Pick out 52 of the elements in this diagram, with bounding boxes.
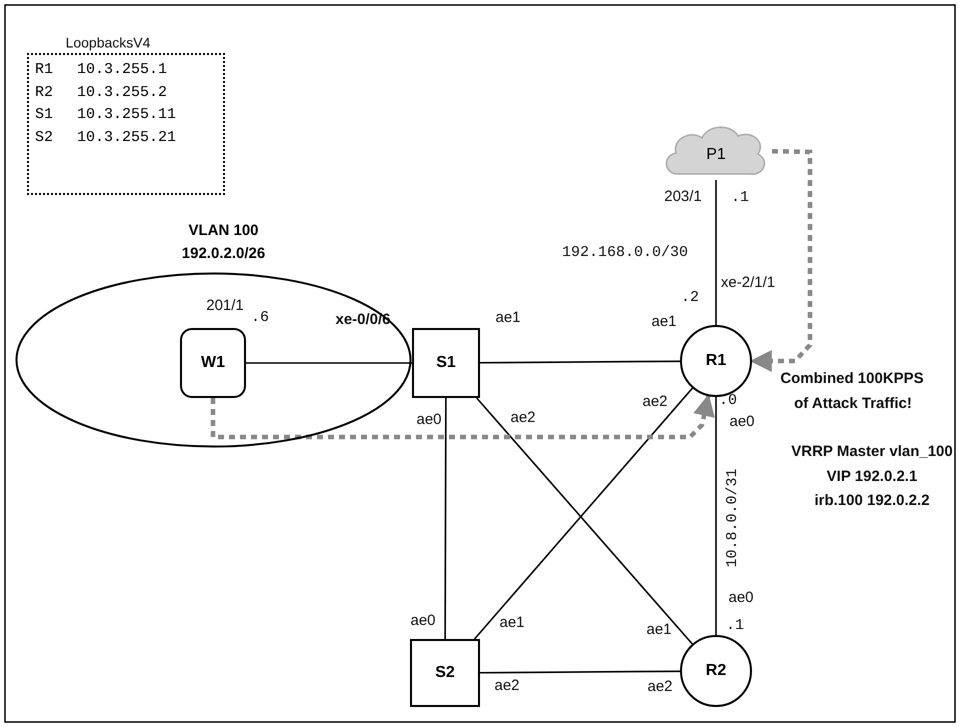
port-label: xe-2/1/1 [720, 274, 776, 292]
node-label: P1 [706, 146, 726, 164]
address-label: .1 [726, 618, 744, 634]
address-cell: 10.3.255.1 [77, 61, 168, 78]
device-cell: S2 [35, 128, 54, 146]
switch-box [412, 328, 480, 398]
address-cell: 10.3.255.2 [77, 84, 168, 100]
device-cell: R1 [35, 61, 54, 78]
address-label: .1 [731, 190, 749, 206]
host-box [180, 328, 246, 398]
vlan-heading: VLAN 100 192.0.2.0/26 [180, 221, 266, 264]
link-line [480, 360, 680, 364]
node-label: R2 [706, 662, 726, 680]
link-line [444, 398, 447, 639]
device-cell: S1 [35, 106, 54, 123]
note-text: xe-0/0/6 [335, 312, 391, 328]
switch-box [410, 639, 480, 707]
table-title: LoopbacksV4 [66, 35, 150, 51]
dashed-arrow [210, 394, 715, 440]
port-label: ae1 [499, 614, 525, 632]
address-label: .2 [681, 290, 699, 306]
port-label: ae2 [647, 678, 673, 696]
address-cell: 10.3.255.21 [77, 128, 176, 146]
address-label: .6 [251, 310, 269, 326]
port-label: ae1 [651, 314, 677, 330]
link-line [715, 397, 717, 635]
port-label: ae2 [510, 410, 536, 426]
note-text: Combined 100KPPS [780, 370, 924, 388]
port-label: ae2 [494, 678, 520, 694]
note-text: VRRP Master vlan_100 [791, 444, 953, 460]
port-label: 203/1 [664, 188, 702, 206]
port-label: ae1 [495, 310, 521, 326]
port-label: ae2 [642, 394, 668, 410]
dashed-arrow [750, 148, 812, 372]
note-text: of Attack Traffic! [794, 396, 912, 412]
address-label: .0 [719, 392, 737, 410]
node-label: R1 [706, 352, 726, 370]
node-label: S1 [436, 354, 456, 372]
device-cell: R2 [35, 84, 54, 100]
port-label: ae0 [729, 414, 755, 430]
node-label: S2 [435, 664, 455, 682]
link-line [715, 180, 717, 325]
port-label: ae1 [646, 622, 672, 638]
link-line [480, 670, 680, 674]
port-label: ae0 [410, 612, 436, 630]
note-text: VIP 192.0.2.1 [826, 468, 918, 486]
address-cell: 10.3.255.11 [77, 106, 176, 123]
port-label: ae0 [728, 590, 754, 606]
note-text: irb.100 192.0.2.2 [814, 492, 930, 510]
port-label: ae0 [416, 412, 442, 428]
node-label: W1 [201, 354, 225, 372]
port-label: 201/1 [206, 298, 244, 314]
